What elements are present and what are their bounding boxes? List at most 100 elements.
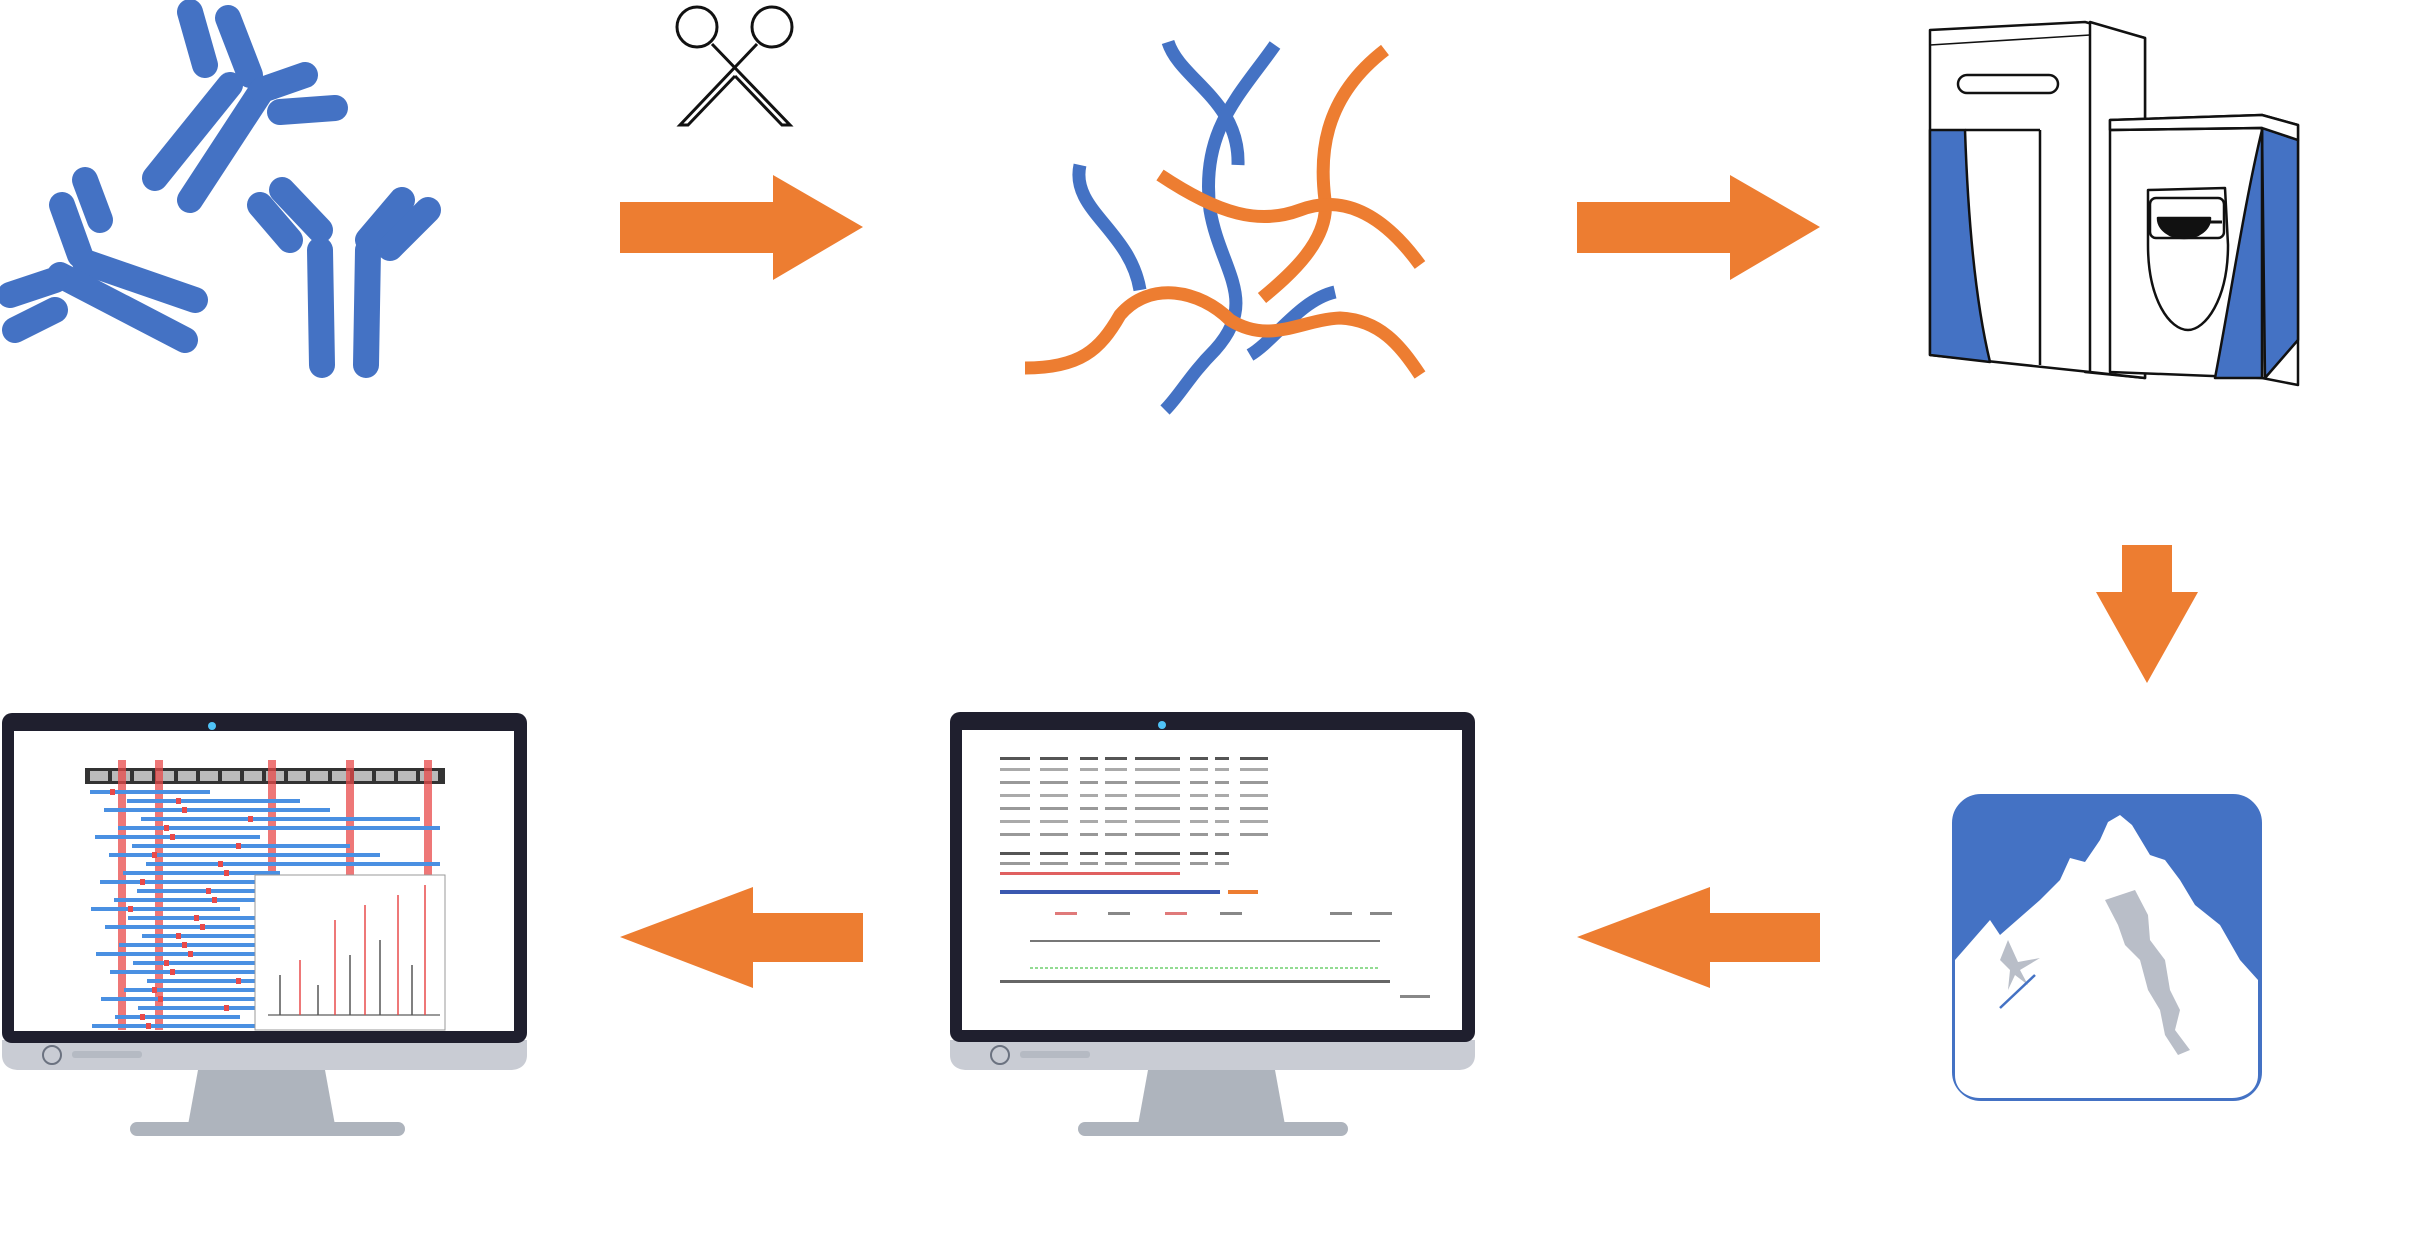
table-cell-mark (1105, 757, 1127, 760)
residue-block-mark (288, 771, 306, 781)
peptide-bar (118, 826, 440, 830)
table-cell-mark (1080, 794, 1098, 797)
residue-block-mark (244, 771, 262, 781)
table-cell-mark (1105, 794, 1127, 797)
table-cell-mark (1040, 757, 1068, 760)
table-cell-mark (1215, 768, 1229, 771)
table-cell-mark (1000, 781, 1030, 784)
peptide-bar (104, 808, 330, 812)
coverage-highlight-column (155, 760, 163, 1030)
table-cell-mark (1040, 781, 1068, 784)
scissors-icon (675, 5, 794, 127)
sequence-tail-mark (1400, 995, 1430, 998)
germline-table-screen (1000, 757, 1430, 998)
arrow-left-2 (620, 887, 863, 988)
ruler-mark (1030, 940, 1380, 942)
modification-mark (224, 1005, 229, 1011)
modification-mark (182, 807, 187, 813)
peptide-bar (146, 862, 440, 866)
peptide-bar (101, 997, 340, 1001)
residue-block-mark (90, 771, 108, 781)
modification-mark (194, 915, 199, 921)
table-cell-mark (1105, 820, 1127, 823)
table-cell-mark (1040, 852, 1068, 855)
residue-block-mark (200, 771, 218, 781)
modification-mark (206, 888, 211, 894)
table-cell-mark (1080, 781, 1098, 784)
table-cell-mark (1215, 807, 1229, 810)
sequence-mark (1000, 980, 1390, 983)
mountain-logo-icon (1952, 794, 2262, 1101)
peptide-bar (100, 880, 310, 884)
mass-spectrometer-icon (1928, 20, 2300, 387)
table-cell-mark (1040, 833, 1068, 836)
region-label-mark (1330, 912, 1352, 915)
table-cell-mark (1105, 833, 1127, 836)
peptide-bar (119, 943, 260, 947)
table-cell-mark (1040, 807, 1068, 810)
table-cell-mark (1190, 794, 1208, 797)
table-cell-mark (1135, 820, 1180, 823)
table-cell-mark (1190, 757, 1208, 760)
peptide-bar (91, 907, 240, 911)
region-label-mark (1055, 912, 1077, 915)
table-cell-mark (1000, 820, 1030, 823)
region-label-mark (1165, 912, 1187, 915)
table-cell-mark (1105, 852, 1127, 855)
table-note-mark (1000, 872, 1180, 875)
modification-mark (128, 906, 133, 912)
residue-block-mark (376, 771, 394, 781)
modification-mark (236, 843, 241, 849)
region-label-mark (1108, 912, 1130, 915)
peptide-bar (92, 1024, 270, 1028)
modification-mark (182, 942, 187, 948)
modification-mark (200, 924, 205, 930)
table-cell-mark (1040, 794, 1068, 797)
modification-mark (170, 834, 175, 840)
modification-mark (248, 816, 253, 822)
table-cell-mark (1215, 781, 1229, 784)
peptide-bar (105, 925, 360, 929)
table-cell-mark (1080, 807, 1098, 810)
modification-mark (140, 1014, 145, 1020)
modification-mark (224, 870, 229, 876)
table-cell-mark (1240, 820, 1268, 823)
modification-mark (152, 852, 157, 858)
peptide-bar (127, 799, 300, 803)
table-cell-mark (1135, 862, 1180, 865)
table-cell-mark (1135, 833, 1180, 836)
modification-mark (236, 978, 241, 984)
table-cell-mark (1240, 781, 1268, 784)
table-cell-mark (1240, 833, 1268, 836)
table-cell-mark (1190, 833, 1208, 836)
table-cell-mark (1105, 768, 1127, 771)
table-cell-mark (1135, 852, 1180, 855)
table-cell-mark (1215, 794, 1229, 797)
table-cell-mark (1135, 807, 1180, 810)
region-label-mark (1370, 912, 1392, 915)
table-cell-mark (1000, 757, 1030, 760)
peptide-bar (147, 979, 280, 983)
table-cell-mark (1000, 852, 1030, 855)
section-heading-mark (1000, 890, 1220, 894)
antibody-icon (0, 0, 441, 378)
residue-block-mark (354, 771, 372, 781)
table-cell-mark (1080, 820, 1098, 823)
arrow-right-2 (1577, 175, 1820, 280)
modification-mark (176, 933, 181, 939)
table-cell-mark (1135, 768, 1180, 771)
modification-mark (152, 987, 157, 993)
modification-mark (158, 996, 163, 1002)
modification-mark (164, 825, 169, 831)
coverage-map-screen (85, 760, 446, 1031)
table-cell-mark (1080, 862, 1098, 865)
region-label-mark (1220, 912, 1242, 915)
table-cell-mark (1190, 862, 1208, 865)
modification-mark (170, 969, 175, 975)
table-cell-mark (1190, 807, 1208, 810)
coverage-highlight-column (118, 760, 126, 1030)
table-cell-mark (1105, 807, 1127, 810)
peptide-bar (141, 817, 420, 821)
modification-mark (218, 861, 223, 867)
